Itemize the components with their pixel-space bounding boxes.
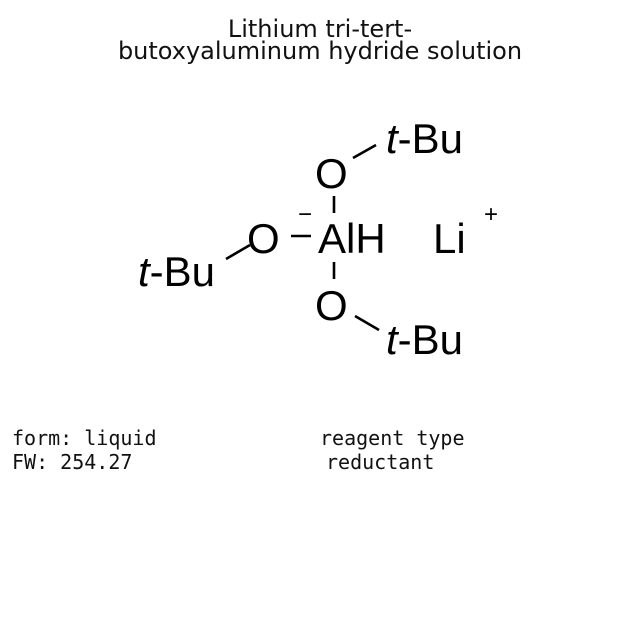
- tbu-top-rest: -Bu: [398, 115, 463, 162]
- reagent-info: reagent type reductant: [320, 426, 465, 474]
- tbu-top-t: t: [386, 115, 400, 162]
- oxygen-top: O: [315, 150, 348, 197]
- tbu-left: t-Bu: [138, 248, 215, 295]
- oxygen-left: O: [247, 215, 280, 262]
- tbu-bottom-rest: -Bu: [398, 316, 463, 363]
- aluminum-hydride: AlH: [318, 215, 386, 262]
- compound-title: Lithium tri-tert- butoxyaluminum hydride…: [0, 15, 640, 65]
- physical-properties: form: liquid FW: 254.27: [12, 426, 157, 474]
- reagent-type-value: reductant: [326, 450, 435, 474]
- formula-weight-text: FW: 254.27: [12, 450, 133, 474]
- form-text: form: liquid: [12, 426, 157, 450]
- tbu-top: t-Bu: [386, 115, 463, 162]
- tbu-left-rest: -Bu: [150, 248, 215, 295]
- oxygen-bottom: O: [315, 282, 348, 329]
- title-line-1: Lithium tri-tert-: [227, 15, 413, 43]
- bond-o-tbu-top: [352, 143, 377, 160]
- positive-charge: +: [484, 201, 498, 228]
- bonds: [225, 143, 380, 332]
- tbu-left-t: t: [138, 248, 152, 295]
- tbu-bottom-t: t: [386, 316, 400, 363]
- bond-o-tbu-left: [225, 243, 251, 261]
- bond-o-tbu-bottom: [354, 314, 380, 332]
- title-line-2: butoxyaluminum hydride solution: [117, 37, 523, 65]
- reagent-type-label: reagent type: [320, 426, 465, 450]
- tbu-bottom: t-Bu: [386, 316, 463, 363]
- negative-charge: −: [298, 201, 312, 228]
- lithium: Li: [433, 215, 466, 262]
